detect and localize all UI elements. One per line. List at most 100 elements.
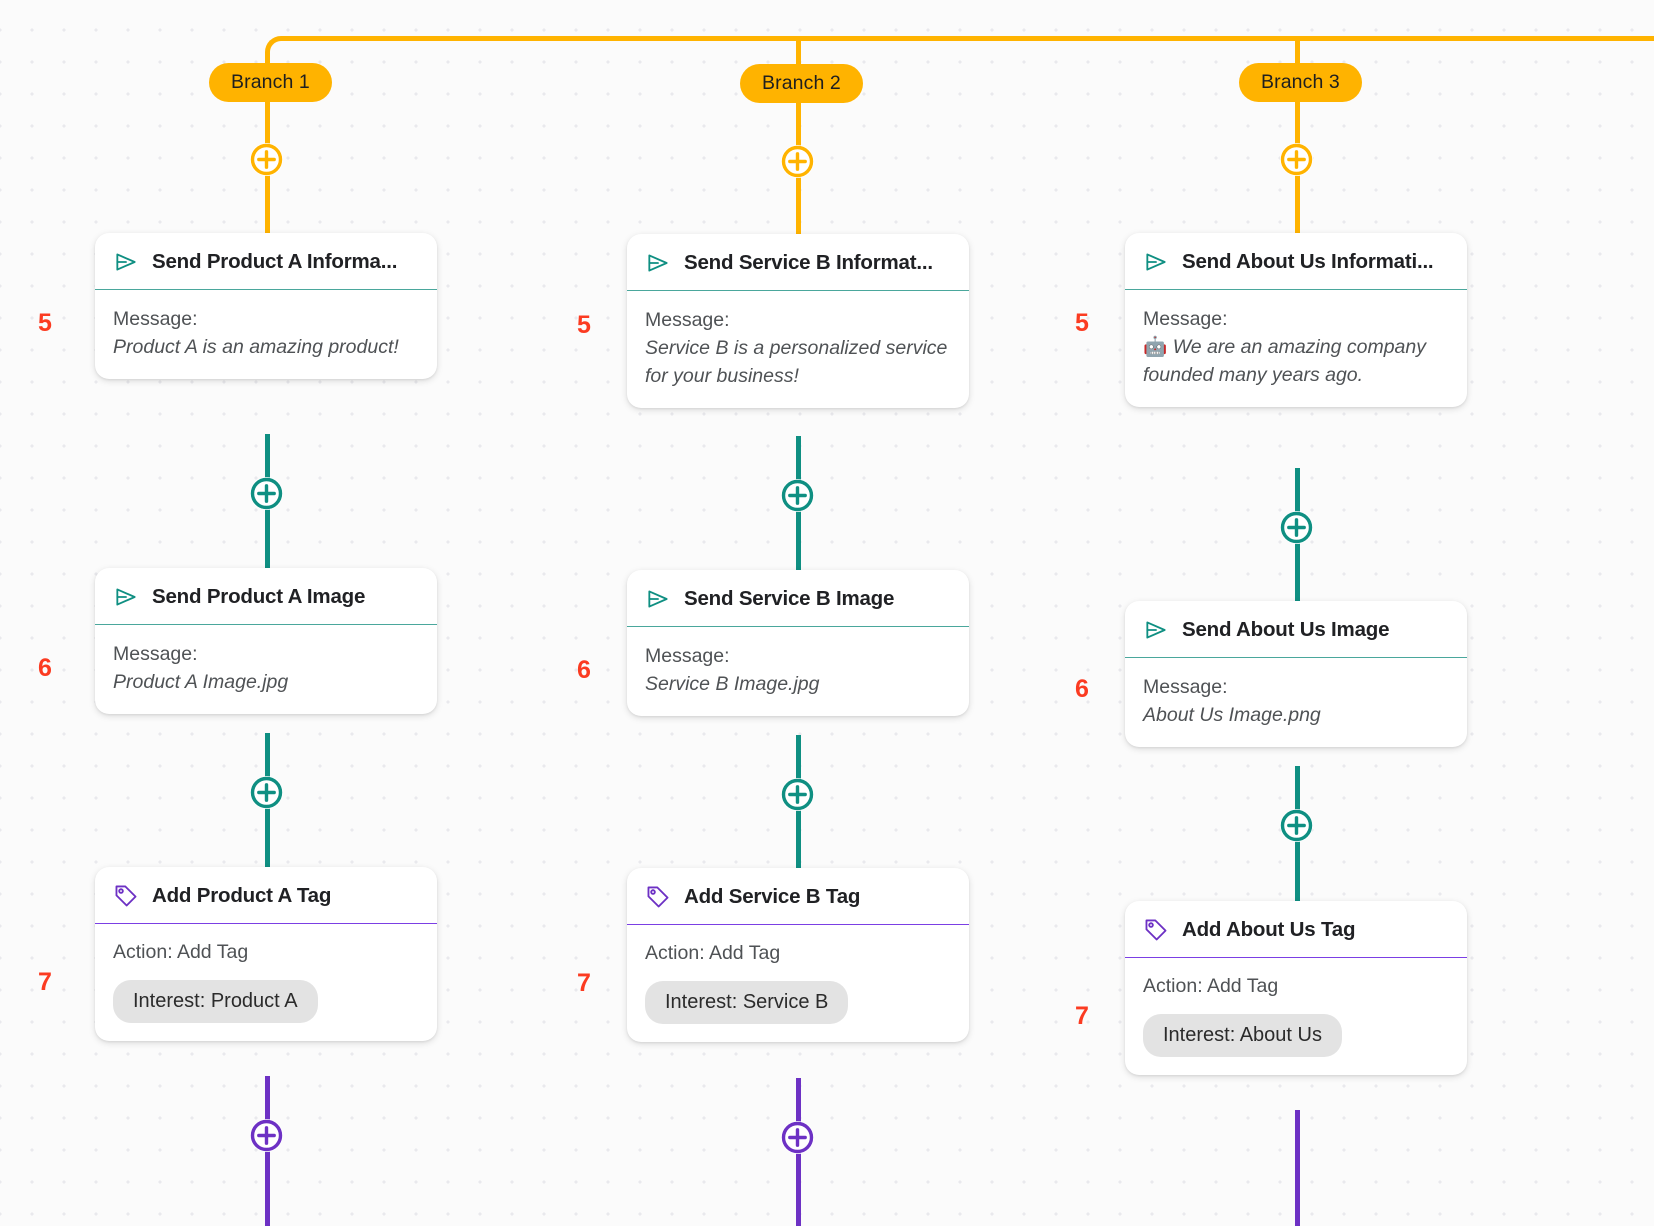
step-number: 5	[1075, 309, 1089, 337]
branch-3-line-plus-to-card	[1295, 162, 1300, 236]
add-node-3-after-card2[interactable]	[1280, 809, 1313, 842]
add-node-2-after-card3[interactable]	[781, 1121, 814, 1154]
node-card-add-service-b-tag[interactable]: Add Service B Tag Action: Add Tag Intere…	[627, 868, 969, 1043]
send-icon	[116, 588, 136, 606]
action-label: Action: Add Tag	[113, 941, 249, 963]
branch-pill-1-label: Branch 1	[231, 71, 310, 93]
branch-2-line-plus-to-card	[796, 164, 801, 238]
node-card-add-product-a-tag[interactable]: Add Product A Tag Action: Add Tag Intere…	[95, 867, 437, 1042]
add-node-2-after-card1[interactable]	[781, 479, 814, 512]
card-title: Send Product A Informa...	[152, 250, 398, 273]
branch-bus-drop-3	[1295, 36, 1300, 66]
message-label: Message:	[645, 309, 730, 331]
branch-1-line-plus-to-card	[265, 162, 270, 236]
card-header: Send Service B Image	[627, 570, 969, 627]
step-number: 6	[38, 654, 52, 682]
branch-pill-3-label: Branch 3	[1261, 71, 1340, 93]
card-body: Message: 🤖 We are an amazing company fou…	[1125, 290, 1467, 407]
node-card-send-product-a-information[interactable]: Send Product A Informa... Message: Produ…	[95, 233, 437, 380]
branch-pill-3[interactable]: Branch 3	[1239, 63, 1362, 102]
add-node-branch-1[interactable]	[250, 143, 283, 176]
action-label: Action: Add Tag	[1143, 975, 1279, 997]
tag-chip: Interest: Service B	[645, 981, 849, 1025]
send-icon	[1146, 621, 1166, 639]
robot-emoji: 🤖	[1143, 336, 1168, 359]
branch-pill-1[interactable]: Branch 1	[209, 63, 332, 102]
message-text: About Us Image.png	[1143, 704, 1321, 727]
branch-1-line-card3-to-plus	[265, 1076, 270, 1138]
branch-bus-horizontal	[290, 36, 1654, 41]
tag-chip: Interest: About Us	[1143, 1014, 1342, 1058]
node-card-add-about-us-tag[interactable]: Add About Us Tag Action: Add Tag Interes…	[1125, 901, 1467, 1076]
branch-3-line-plus-to-card3	[1295, 826, 1300, 904]
branch-1-line-card2-to-plus	[265, 733, 270, 795]
branch-2-line-card3-to-plus	[796, 1078, 801, 1140]
message-label: Message:	[645, 645, 730, 667]
card-header: Send About Us Image	[1125, 601, 1467, 658]
node-card-send-product-a-image[interactable]: Send Product A Image Message: Product A …	[95, 568, 437, 715]
card-body: Message: Product A is an amazing product…	[95, 290, 437, 379]
branch-3-line-card1-to-plus	[1295, 468, 1300, 530]
branch-1-line-plus-to-card3	[265, 793, 270, 871]
message-label: Message:	[1143, 308, 1228, 330]
step-number: 5	[577, 311, 591, 339]
node-card-send-service-b-image[interactable]: Send Service B Image Message: Service B …	[627, 570, 969, 717]
tag-icon	[115, 885, 137, 907]
add-node-branch-2[interactable]	[781, 145, 814, 178]
branch-pill-2[interactable]: Branch 2	[740, 64, 863, 103]
add-node-1-after-card2[interactable]	[250, 776, 283, 809]
card-header: Add About Us Tag	[1125, 901, 1467, 958]
branch-2-line-card1-to-plus	[796, 436, 801, 498]
step-number: 6	[577, 656, 591, 684]
card-header: Send Product A Image	[95, 568, 437, 625]
card-title: Add Product A Tag	[152, 884, 332, 907]
message-text: Service B Image.jpg	[645, 673, 820, 696]
card-header: Send About Us Informati...	[1125, 233, 1467, 290]
branch-1-line-pill-to-plus	[265, 100, 270, 162]
tag-icon	[647, 886, 669, 908]
tag-icon	[1145, 919, 1167, 941]
card-title: Add About Us Tag	[1182, 918, 1356, 941]
node-card-send-service-b-information[interactable]: Send Service B Informat... Message: Serv…	[627, 234, 969, 409]
message-text: Product A is an amazing product!	[113, 336, 399, 359]
message-label: Message:	[113, 643, 198, 665]
card-header: Add Service B Tag	[627, 868, 969, 925]
node-card-send-about-us-information[interactable]: Send About Us Informati... Message: 🤖 We…	[1125, 233, 1467, 408]
message-text: Product A Image.jpg	[113, 671, 289, 694]
branch-2-line-pill-to-plus	[796, 100, 801, 164]
card-body: Message: Product A Image.jpg	[95, 625, 437, 714]
add-node-3-after-card1[interactable]	[1280, 511, 1313, 544]
step-number: 5	[38, 309, 52, 337]
message-label: Message:	[1143, 676, 1228, 698]
card-body: Action: Add Tag Interest: Product A	[95, 924, 437, 1041]
add-node-1-after-card3[interactable]	[250, 1119, 283, 1152]
branch-pill-2-label: Branch 2	[762, 72, 841, 94]
message-label: Message:	[113, 308, 198, 330]
branch-bus-corner	[265, 36, 300, 71]
add-node-2-after-card2[interactable]	[781, 778, 814, 811]
card-title: Send About Us Image	[1182, 618, 1390, 641]
message-text: 🤖 We are an amazing company founded many…	[1143, 333, 1449, 389]
branch-bus-drop-2	[796, 36, 801, 66]
card-title: Add Service B Tag	[684, 885, 861, 908]
send-icon	[648, 590, 668, 608]
send-icon	[648, 254, 668, 272]
branch-1-line-plus-down	[265, 1150, 270, 1226]
node-card-send-about-us-image[interactable]: Send About Us Image Message: About Us Im…	[1125, 601, 1467, 748]
action-label: Action: Add Tag	[645, 942, 781, 964]
send-icon	[116, 253, 136, 271]
add-node-1-after-card1[interactable]	[250, 477, 283, 510]
branch-2-line-card2-to-plus	[796, 735, 801, 797]
branch-3-line-pill-to-plus	[1295, 100, 1300, 162]
card-header: Send Product A Informa...	[95, 233, 437, 290]
branch-3-line-plus-to-card2	[1295, 528, 1300, 606]
step-number: 6	[1075, 675, 1089, 703]
branch-3-line-card3-down	[1295, 1110, 1300, 1226]
step-number: 7	[577, 969, 591, 997]
card-title: Send About Us Informati...	[1182, 250, 1434, 273]
add-node-branch-3[interactable]	[1280, 143, 1313, 176]
branch-2-line-plus-down	[796, 1152, 801, 1226]
step-number: 7	[1075, 1002, 1089, 1030]
card-title: Send Product A Image	[152, 585, 366, 608]
